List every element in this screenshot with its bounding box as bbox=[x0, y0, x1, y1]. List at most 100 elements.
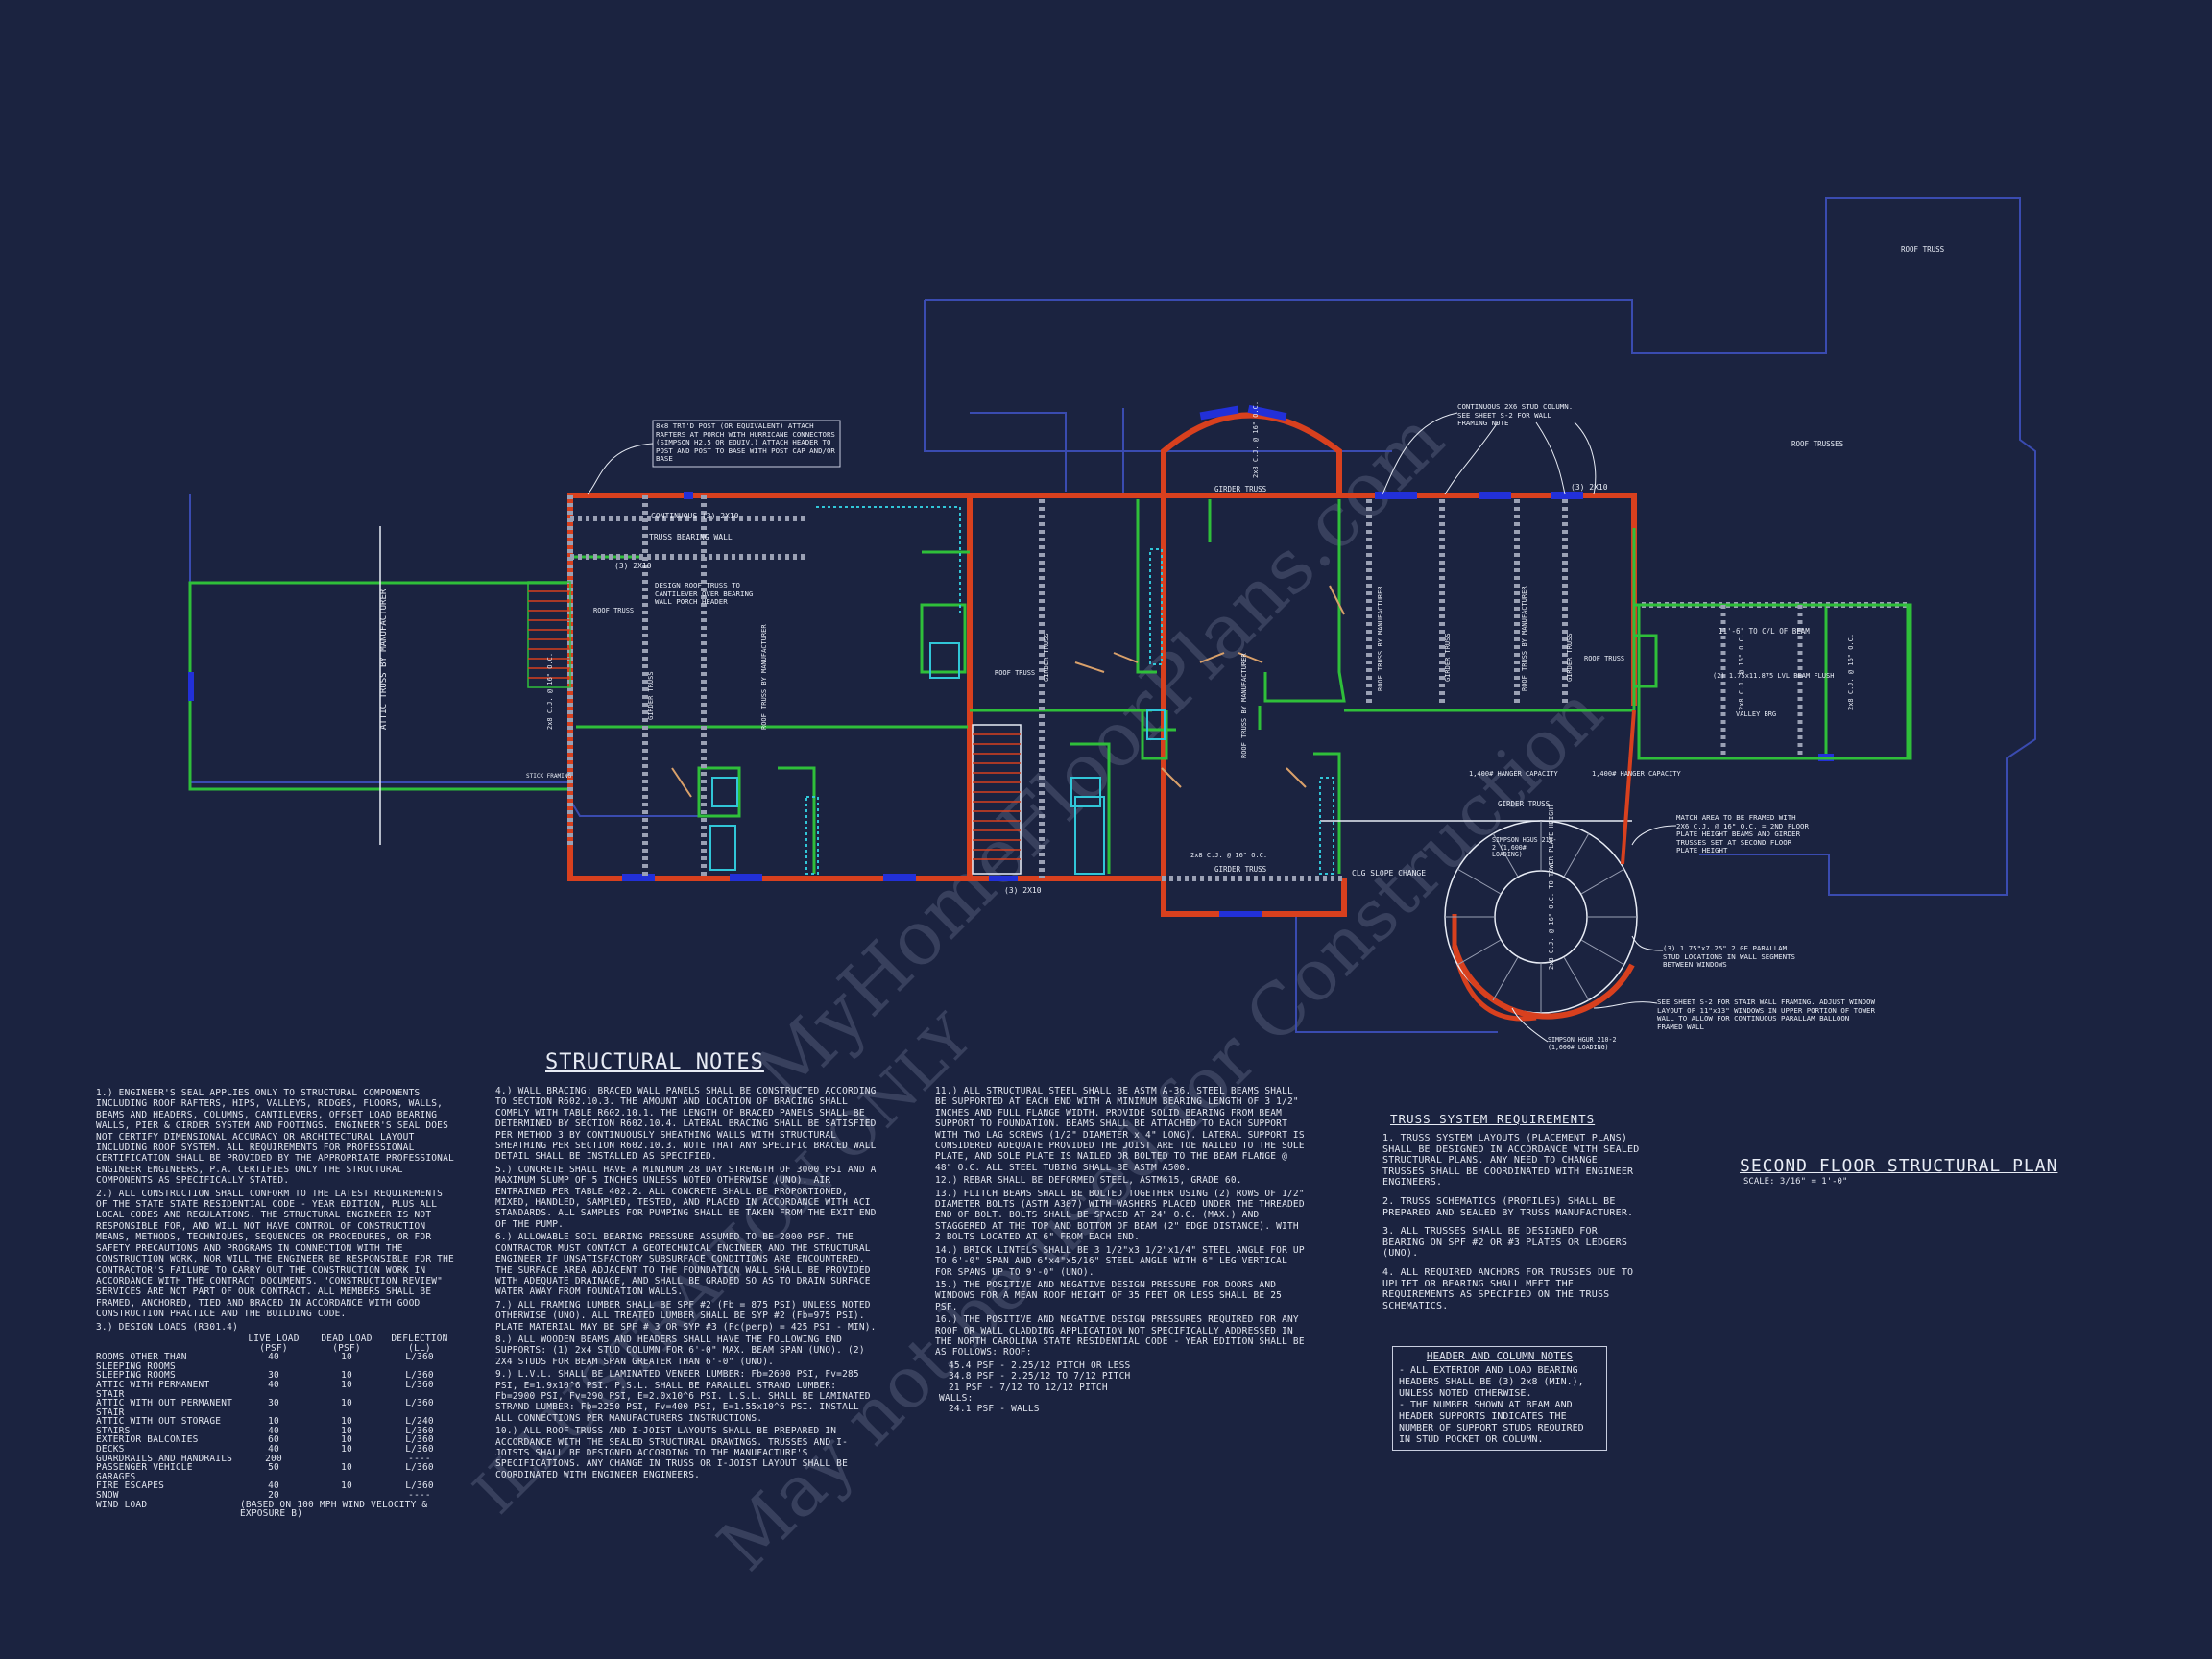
load-line: 45.4 PSF - 2.25/12 PITCH OR LESS bbox=[949, 1359, 1131, 1371]
attic-truss-label: ATTIC TRUSS BY MANUFACTURER bbox=[379, 589, 389, 730]
roof-truss-label: ROOF TRUSS bbox=[593, 607, 634, 614]
joists-label-4: 2x8 C.J. @ 16" O.C. bbox=[1847, 634, 1855, 710]
table-cell: 40 bbox=[268, 1444, 279, 1455]
table-cell: STAIRS bbox=[96, 1425, 131, 1436]
joists-label-5: 2x8 C.J. @ 16" O.C. bbox=[546, 653, 554, 730]
table-cell: SNOW bbox=[96, 1490, 119, 1502]
tower-joists-label: 2x8 C.J. @ 16" O.C. TO TOWER PLATE HEIGH… bbox=[1548, 803, 1555, 970]
hanger-capacity-label-2: 1,400# HANGER CAPACITY bbox=[1592, 770, 1682, 778]
girder-truss-vertical-3: GIRDER TRUSS bbox=[1444, 633, 1452, 682]
table-cell: 20 bbox=[268, 1490, 279, 1502]
doors bbox=[671, 585, 1345, 798]
table-cell: L/360 bbox=[405, 1379, 434, 1390]
watermark-text: MyHomeFloorPlans.com bbox=[739, 396, 1461, 1118]
girder-truss-vertical-4: GIRDER TRUSS bbox=[1566, 633, 1574, 682]
stud-column-note: CONTINUOUS 2X6 STUD COLUMN. SEE SHEET S-… bbox=[1457, 403, 1574, 428]
girder-truss-label-3: GIRDER TRUSS bbox=[1498, 800, 1551, 808]
notes-column-1: 1.) ENGINEER'S SEAL APPLIES ONLY TO STRU… bbox=[96, 1088, 459, 1519]
header-bottom-label: (3) 2X10 bbox=[1004, 886, 1042, 895]
tower-stair bbox=[1444, 709, 1638, 1020]
table-cell: 10 bbox=[341, 1416, 352, 1428]
table-header-cell: DEAD LOAD (PSF) bbox=[321, 1333, 373, 1354]
table-cell: L/360 bbox=[405, 1462, 434, 1474]
table-cell: WIND LOAD bbox=[96, 1499, 148, 1510]
table-cell: 50 bbox=[268, 1462, 279, 1474]
roof-outline bbox=[189, 197, 2036, 1033]
fixtures bbox=[709, 506, 1334, 875]
table-cell: 30 bbox=[268, 1370, 279, 1382]
header-right-label: (3) 2X10 bbox=[1571, 483, 1608, 492]
truss-requirements-list: 1. TRUSS SYSTEM LAYOUTS (PLACEMENT PLANS… bbox=[1382, 1133, 1642, 1313]
table-cell: 10 bbox=[341, 1462, 352, 1474]
table-cell: L/360 bbox=[405, 1444, 434, 1455]
note-12: 12.) REBAR SHALL BE DEFORMED STEEL, ASTM… bbox=[935, 1175, 1242, 1187]
table-cell: 60 bbox=[268, 1434, 279, 1446]
note-4: 4.) WALL BRACING: BRACED WALL PANELS SHA… bbox=[495, 1086, 877, 1163]
roof-truss-label-2: ROOF TRUSS bbox=[995, 669, 1035, 677]
table-cell: SLEEPING ROOMS bbox=[96, 1370, 176, 1382]
table-cell: 10 bbox=[341, 1434, 352, 1446]
table-cell: 10 bbox=[341, 1352, 352, 1363]
table-cell: DECKS bbox=[96, 1444, 125, 1455]
porch-stair bbox=[527, 581, 571, 688]
truss-req-4: 4. ALL REQUIRED ANCHORS FOR TRUSSES DUE … bbox=[1382, 1266, 1634, 1311]
table-cell: ---- bbox=[408, 1453, 431, 1464]
note-13: 13.) FLITCH BEAMS SHALL BE BOLTED TOGETH… bbox=[935, 1188, 1305, 1243]
table-cell: EXTERIOR BALCONIES bbox=[96, 1434, 199, 1446]
joists-label: 2x8 C.J. @ 16" O.C. bbox=[1252, 401, 1260, 478]
girder-truss-vertical: GIRDER TRUSS bbox=[647, 671, 655, 720]
note-2: 2.) ALL CONSTRUCTION SHALL CONFORM TO TH… bbox=[96, 1188, 454, 1320]
parallam-note: (3) 1.75"x7.25" 2.0E PARALLAM STUD LOCAT… bbox=[1663, 945, 1795, 970]
simpson-note: SIMPSON HGUS 210-2 (1,600# LOADING) bbox=[1492, 837, 1557, 859]
interior-walls bbox=[570, 499, 1912, 874]
truss-req-3: 3. ALL TRUSSES SHALL BE DESIGNED FOR BEA… bbox=[1382, 1226, 1628, 1260]
table-cell: L/360 bbox=[405, 1434, 434, 1446]
note-5: 5.) CONCRETE SHALL HAVE A MINIMUM 28 DAY… bbox=[495, 1164, 877, 1230]
continuous-header-label: CONTINUOUS (3) 2X10 bbox=[651, 512, 739, 520]
note-10: 10.) ALL ROOF TRUSS AND I-JOIST LAYOUTS … bbox=[495, 1426, 849, 1480]
table-cell: 30 bbox=[268, 1398, 279, 1409]
table-cell: 10 bbox=[341, 1398, 352, 1409]
roof-truss-by-mfr-vertical-3: ROOF TRUSS BY MANUFACTURER bbox=[1377, 586, 1384, 691]
header-column-heading: HEADER AND COLUMN NOTES bbox=[1426, 1350, 1574, 1362]
structural-notes-heading: STRUCTURAL NOTES bbox=[545, 1050, 764, 1074]
joists-label-3: 2x8 C.J. @ 16" O.C. bbox=[1738, 634, 1745, 710]
roof-truss-by-mfr-vertical: ROOF TRUSS BY MANUFACTURER bbox=[760, 624, 768, 730]
header-label: (3) 2X10 bbox=[614, 562, 652, 570]
leader-lines bbox=[587, 412, 1677, 1043]
valley-brg-label: VALLEY BRG bbox=[1736, 710, 1776, 718]
table-cell: L/240 bbox=[405, 1416, 434, 1428]
note-6: 6.) ALLOWABLE SOIL BEARING PRESSURE ASSU… bbox=[495, 1232, 871, 1298]
attic-area: ATTIC TRUSS BY MANUFACTURER bbox=[188, 526, 572, 845]
roof-truss-by-mfr-vertical-2: ROOF TRUSS BY MANUFACTURER bbox=[1240, 653, 1248, 758]
stick-framing-label: STICK FRAMING bbox=[526, 773, 571, 780]
table-cell: ATTIC WITH OUT STORAGE bbox=[96, 1416, 222, 1428]
truss-req-2: 2. TRUSS SCHEMATICS (PROFILES) SHALL BE … bbox=[1382, 1195, 1634, 1218]
note-1: 1.) ENGINEER'S SEAL APPLIES ONLY TO STRU… bbox=[96, 1088, 454, 1187]
table-cell: 40 bbox=[268, 1379, 279, 1390]
table-cell: ATTIC WITH OUT PERMANENT STAIR bbox=[96, 1398, 233, 1418]
header-note-1: - ALL EXTERIOR AND LOAD BEARING HEADERS … bbox=[1399, 1365, 1584, 1399]
table-header-cell bbox=[96, 1334, 240, 1353]
note-9: 9.) L.V.L. SHALL BE LAMINATED VENEER LUM… bbox=[495, 1369, 871, 1424]
beam-span-label: 11'-6" TO C/L OF BEAM bbox=[1719, 627, 1810, 636]
table-header-cell: DEFLECTION (LL) bbox=[391, 1333, 448, 1354]
table-cell: ROOMS OTHER THAN SLEEPING ROOMS bbox=[96, 1352, 187, 1372]
notes-column-2: 4.) WALL BRACING: BRACED WALL PANELS SHA… bbox=[495, 1086, 879, 1482]
table-header-cell: LIVE LOAD (PSF) bbox=[248, 1333, 300, 1354]
girder-truss-vertical-2: GIRDER TRUSS bbox=[1043, 633, 1050, 682]
load-line: 24.1 PSF - WALLS bbox=[949, 1404, 1040, 1415]
match-area-note: MATCH AREA TO BE FRAMED WITH 2X6 C.J. @ … bbox=[1676, 814, 1809, 855]
cantilever-note: DESIGN ROOF TRUSS TO CANTILEVER OVER BEA… bbox=[655, 582, 754, 607]
clg-slope-label: CLG SLOPE CHANGE bbox=[1352, 869, 1426, 878]
post-note: 8x8 TRT'D POST (OR EQUIVALENT) ATTACH RA… bbox=[656, 422, 835, 464]
lvl-beam-label: (2) 1.75x11.875 LVL BEAM FLUSH bbox=[1713, 672, 1834, 680]
truss-requirements-heading: TRUSS SYSTEM REQUIREMENTS bbox=[1390, 1112, 1596, 1126]
right-porch bbox=[1637, 603, 1910, 760]
